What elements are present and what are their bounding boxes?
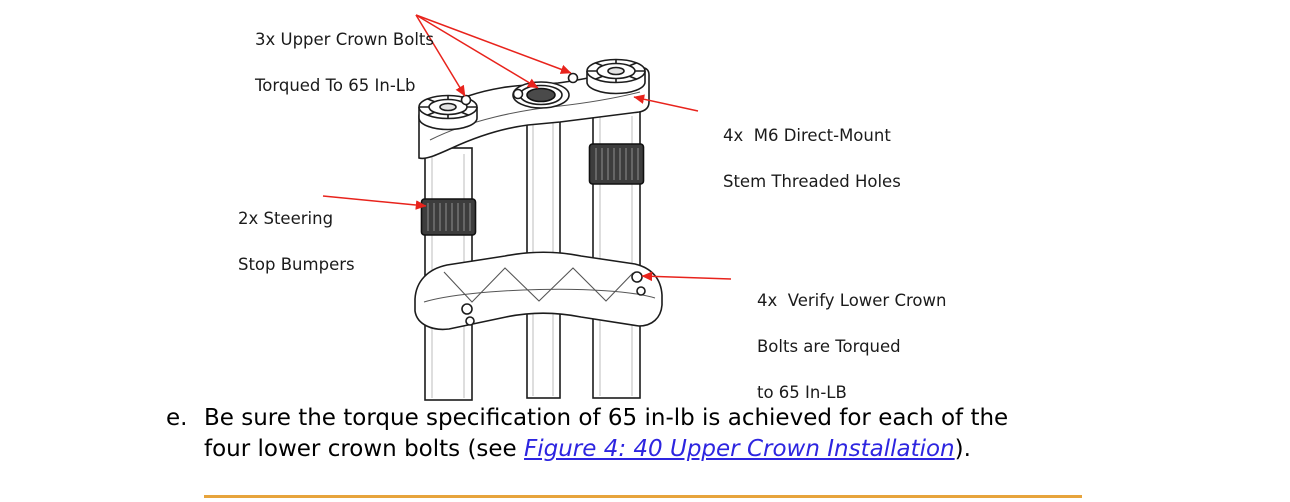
red-arrows	[322, 14, 732, 282]
lower-crown	[414, 251, 663, 331]
lower-crown-bolt	[461, 303, 473, 315]
lower-crown-bolt	[636, 286, 646, 296]
callout-line: Stop Bumpers	[237, 255, 355, 274]
arrow-steering-bumper	[322, 195, 427, 210]
callout-stem-threaded-holes: 4x M6 Direct-Mount Stem Threaded Holes	[702, 101, 901, 216]
callout-line: Torqued To 65 In-Lb	[254, 76, 416, 95]
steering-stop-bumper-right	[588, 143, 645, 185]
lower-crown-bolt	[465, 316, 475, 326]
arrow-upper-crown-3	[415, 14, 572, 74]
note-top-border	[204, 495, 1082, 498]
steering-stop-bumper-left	[420, 198, 477, 236]
arrow-stem-holes	[633, 94, 699, 112]
callout-line: Stem Threaded Holes	[722, 172, 901, 191]
step-line-2-prefix: four lower crown bolts (see	[204, 436, 525, 462]
steerer-tube	[526, 99, 561, 399]
fork-illustration	[414, 58, 663, 401]
callout-lower-crown-bolts: 4x Verify Lower Crown Bolts are Torqued …	[736, 266, 946, 427]
arrow-upper-crown-1	[415, 14, 466, 97]
callout-line: 4x M6 Direct-Mount	[722, 126, 891, 145]
callout-line: to 65 In-LB	[756, 383, 847, 402]
step-text: Be sure the torque specification of 65 i…	[204, 403, 1008, 465]
step-line-1: Be sure the torque specification of 65 i…	[204, 405, 1009, 431]
callout-upper-crown-bolts: 3x Upper Crown Bolts Torqued To 65 In-Lb	[234, 5, 434, 120]
callout-steering-stop-bumpers: 2x Steering Stop Bumpers	[217, 184, 355, 299]
upper-crown-bolt	[567, 72, 579, 84]
step-line-2-suffix: ).	[954, 436, 971, 462]
upper-crown-bolt	[512, 88, 524, 100]
upper-crown-bolt	[460, 94, 472, 106]
figure-4-link[interactable]: Figure 4: 40 Upper Crown Installation	[524, 436, 955, 462]
callout-line: 3x Upper Crown Bolts	[254, 30, 434, 49]
callout-line: 2x Steering	[237, 209, 334, 228]
arrow-upper-crown-2	[415, 14, 539, 89]
callout-line: 4x Verify Lower Crown	[756, 291, 947, 310]
right-top-cap	[586, 58, 646, 95]
list-marker: e.	[166, 405, 188, 431]
arrow-lower-crown	[641, 271, 732, 282]
callout-line: Bolts are Torqued	[756, 337, 901, 356]
upper-crown	[418, 58, 650, 160]
lower-crown-bolt	[631, 271, 643, 283]
